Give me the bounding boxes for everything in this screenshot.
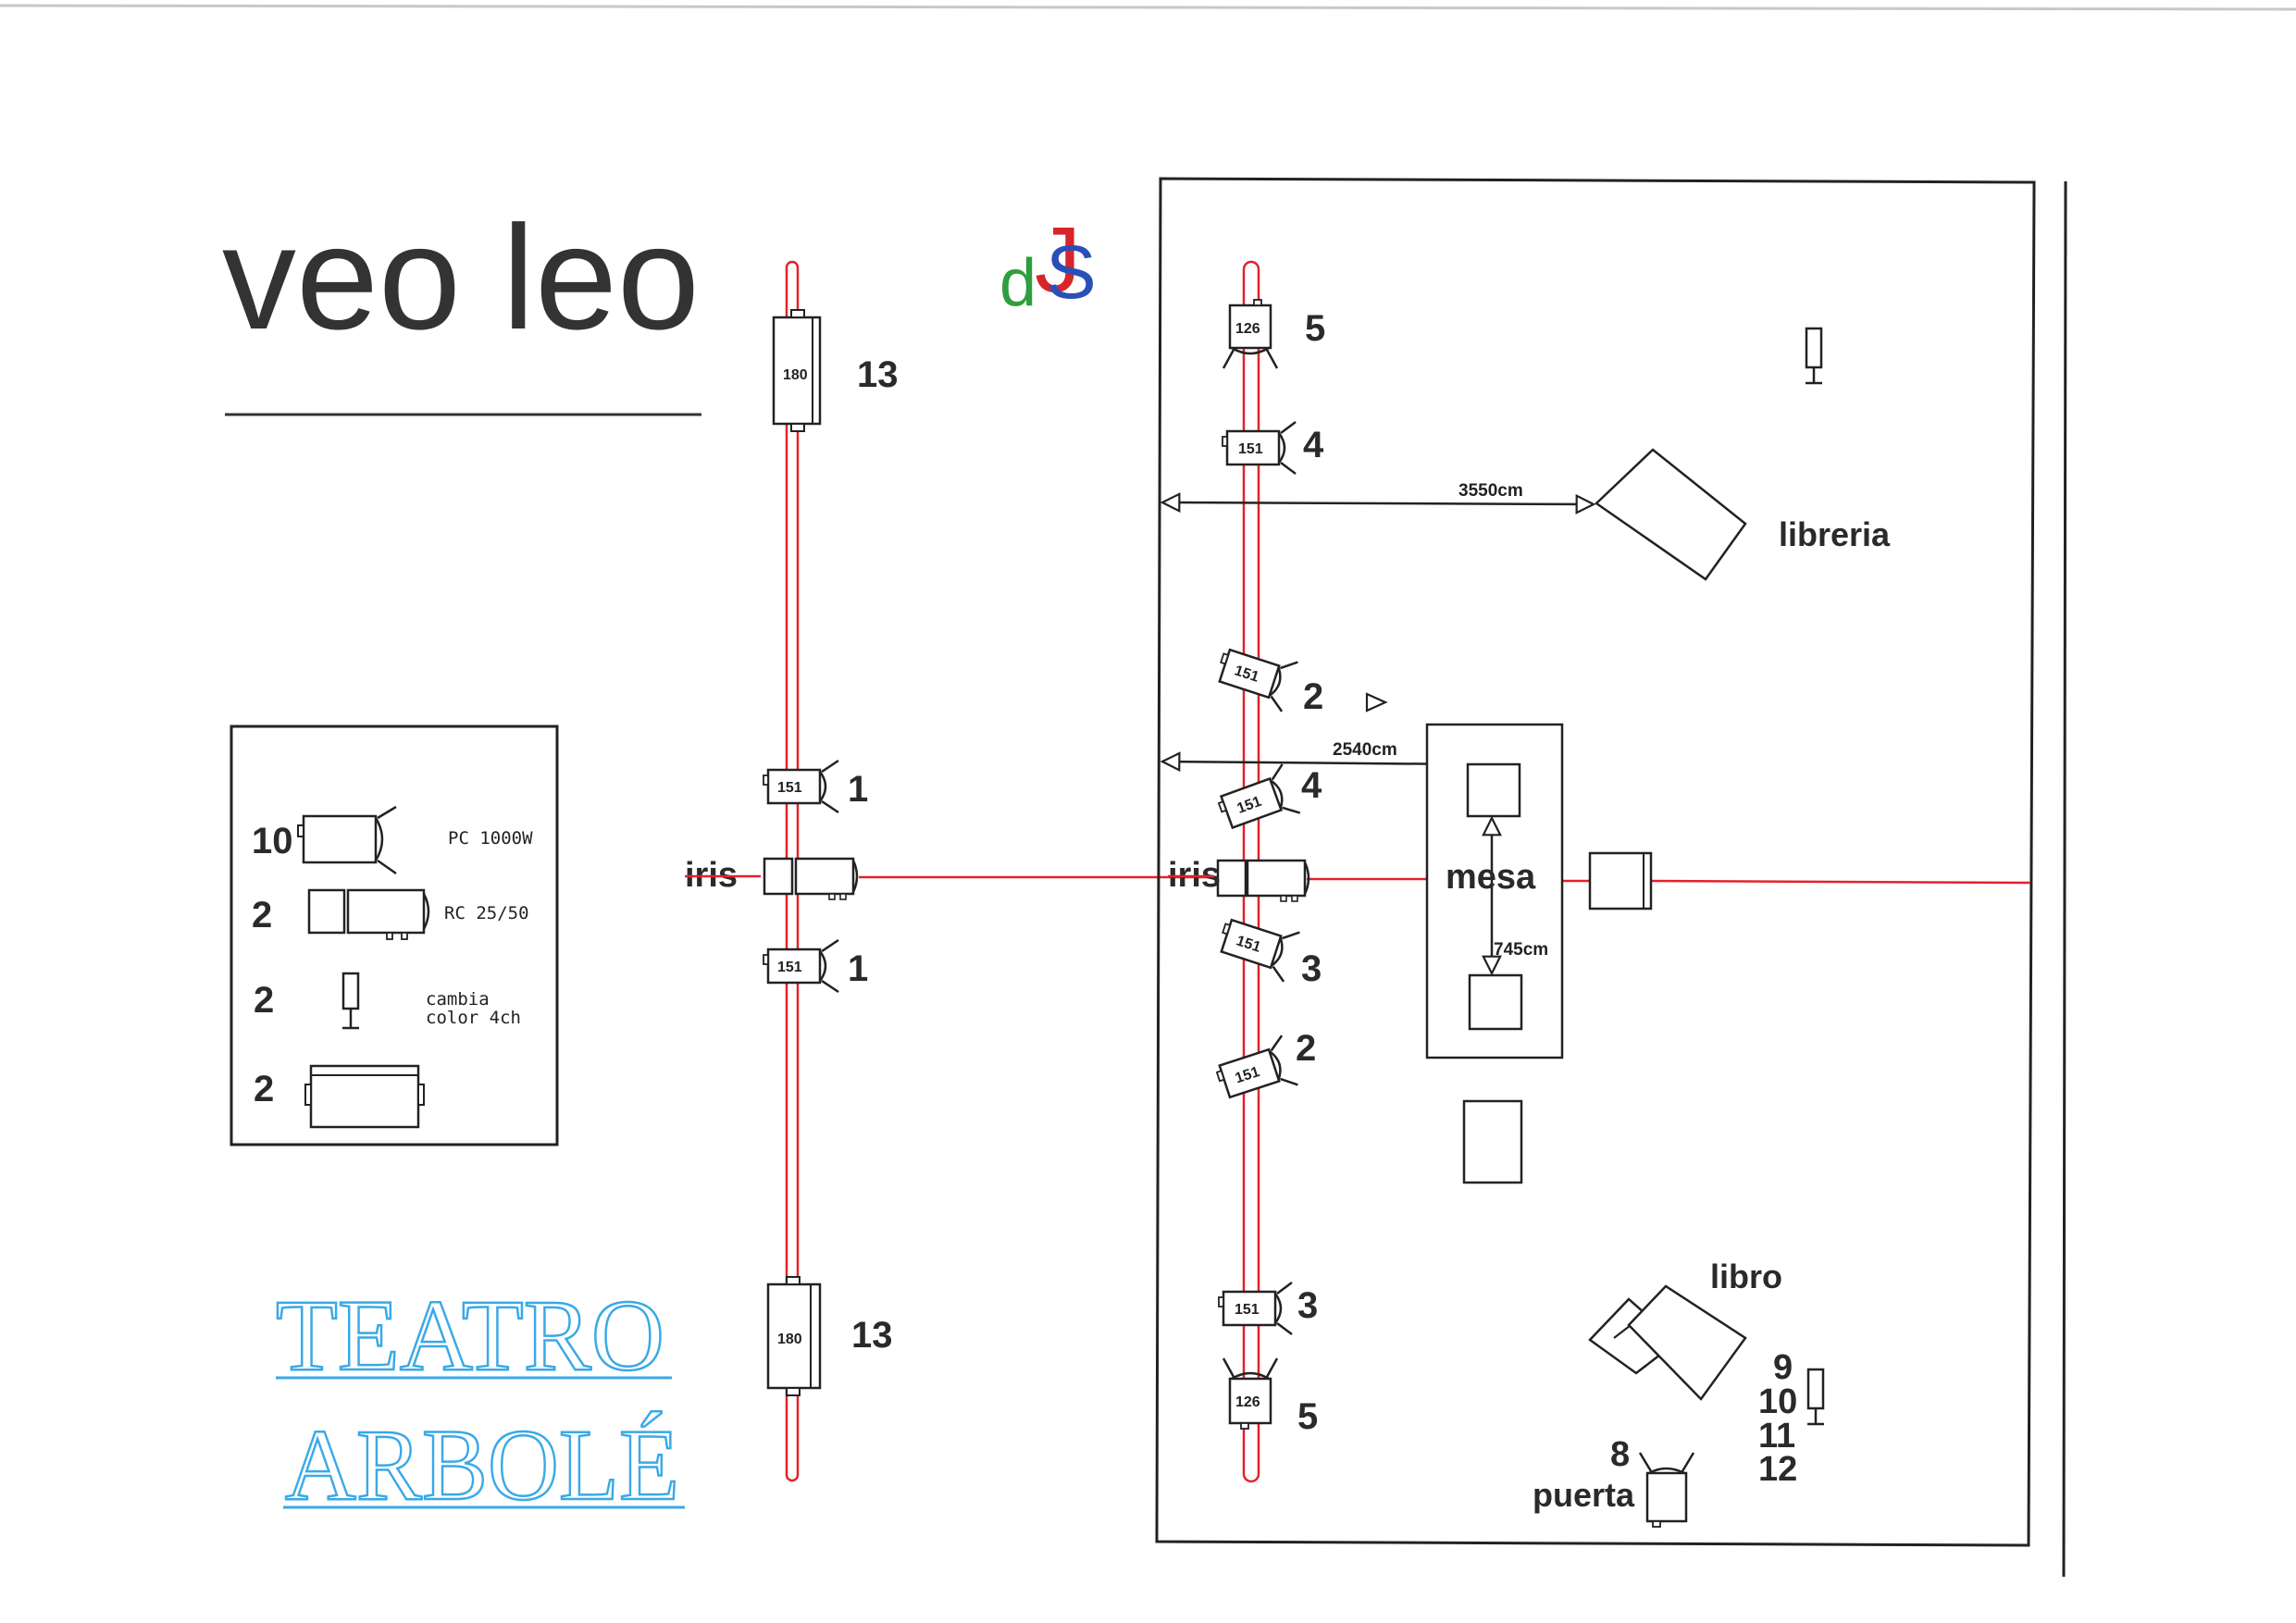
theatre-logo: TEATRO ARBOLÉ — [275, 1278, 685, 1522]
right-fixture-126-top: 126 — [1222, 299, 1279, 369]
right-fixture-6-channel: 2 — [1296, 1028, 1316, 1069]
right-fixture-2-code: 151 — [1238, 441, 1263, 457]
dim-mesa-label: 2540cm — [1333, 740, 1397, 760]
profile-spot-icon — [307, 888, 430, 940]
right-fixture-3-channel: 2 — [1303, 676, 1323, 717]
theatre-line-1: TEATRO — [276, 1279, 664, 1392]
legend-label-rc: RC 25/50 — [444, 903, 529, 923]
legend: 10 PC 1000W 2 RC 25/50 2 cambia color 4c… — [230, 725, 559, 1146]
stage-area: 126 5 151 4 3550cm libreria — [1155, 177, 2067, 1578]
dim-libreria-line — [1162, 502, 1594, 504]
right-fixture-151-b: 151 — [1218, 648, 1298, 712]
puerta-fixture — [1638, 1452, 1695, 1528]
mesa-upper-block — [1466, 762, 1521, 818]
page-top-edge — [0, 4, 2296, 11]
right-fixture-126-bottom: 126 — [1222, 1357, 1279, 1430]
legend-count-rc: 2 — [252, 895, 272, 935]
left-bottom-fixture: 180 — [766, 1276, 822, 1396]
mesa-area: 745cm mesa — [1425, 723, 1564, 1059]
legend-count-cc: 2 — [254, 980, 274, 1021]
left-upper-channel: 1 — [848, 769, 868, 810]
left-top-fixture-code: 180 — [783, 367, 808, 383]
color-changer-icon — [341, 972, 360, 1030]
dim-libreria-label: 3550cm — [1458, 481, 1523, 501]
right-fixture-151-f: 151 — [1218, 1282, 1293, 1335]
stage-frame — [1155, 177, 2036, 1547]
legend-label-cc-2: color 4ch — [426, 1008, 521, 1028]
color-changer-top-icon — [1805, 327, 1823, 385]
right-iris-fixture — [1216, 859, 1310, 902]
right-fixture-7-channel: 3 — [1297, 1285, 1318, 1326]
right-fixture-151-c: 151 — [1217, 763, 1301, 830]
stage-block — [1462, 1099, 1523, 1184]
right-fixture-8-channel: 5 — [1297, 1396, 1318, 1437]
right-fixture-7-code: 151 — [1235, 1302, 1260, 1318]
legend-count-cyc: 2 — [254, 1069, 274, 1109]
legend-frame — [230, 725, 559, 1146]
libro-label: libro — [1710, 1258, 1782, 1295]
small-arrow-marker — [1365, 692, 1388, 712]
legend-label-pc: PC 1000W — [448, 828, 533, 849]
dim-mesa-vertical-label: 745cm — [1494, 940, 1548, 960]
stack-channel-11: 11 — [1758, 1417, 1795, 1456]
left-lower-spot: 151 — [763, 938, 839, 994]
left-iris-fixture — [763, 857, 859, 900]
libro-shape — [1588, 1284, 1747, 1401]
cyclorama-light-icon — [304, 1064, 425, 1129]
right-fixture-151-d: 151 — [1220, 918, 1300, 983]
puerta-channel: 8 — [1610, 1435, 1630, 1474]
libreria-label: libreria — [1779, 515, 1891, 553]
right-fixture-4-channel: 4 — [1301, 765, 1322, 806]
theatre-line-2: ARBOLÉ — [285, 1408, 679, 1521]
right-fixture-2-channel: 4 — [1303, 425, 1324, 465]
logo-letter-d: d — [999, 246, 1036, 320]
mesa-lower-block — [1468, 973, 1523, 1031]
left-bottom-channel: 13 — [851, 1315, 893, 1356]
dim-mesa-line — [1162, 762, 1468, 764]
stage-side-line — [2062, 180, 2067, 1578]
logo-letter-s: S — [1046, 230, 1097, 315]
right-fixture-1-channel: 5 — [1305, 308, 1325, 349]
stack-channel-10: 10 — [1758, 1382, 1797, 1421]
color-changer-bottom-icon — [1806, 1368, 1825, 1426]
legend-label-cc-1: cambia — [426, 989, 490, 1010]
center-red-line-stage-c — [1650, 879, 2031, 885]
logo: J d S — [999, 208, 1097, 320]
left-upper-spot: 151 — [763, 759, 839, 814]
cyc-light-stage — [1588, 851, 1653, 911]
stack-channel-9: 9 — [1773, 1348, 1793, 1387]
legend-count-pc: 10 — [252, 821, 293, 861]
stack-channel-12: 12 — [1758, 1450, 1797, 1489]
page-title: veo leo — [222, 194, 700, 360]
left-upper-spot-code: 151 — [777, 780, 802, 796]
puerta-label: puerta — [1533, 1476, 1635, 1514]
left-lower-spot-code: 151 — [777, 960, 802, 975]
libreria-shape — [1595, 448, 1747, 581]
left-bottom-fixture-code: 180 — [777, 1332, 802, 1347]
left-lower-channel: 1 — [848, 948, 868, 989]
left-bar: 180 13 151 1 iris — [685, 260, 899, 1482]
right-fixture-8-code: 126 — [1235, 1394, 1260, 1410]
right-fixture-151-e: 151 — [1215, 1035, 1298, 1099]
right-fixture-1-code: 126 — [1235, 321, 1260, 337]
pc-spotlight-icon — [297, 805, 397, 875]
logo-letter-j: J — [1035, 208, 1081, 312]
right-fixture-5-channel: 3 — [1301, 948, 1322, 989]
right-fixture-151-a: 151 — [1222, 421, 1297, 475]
left-top-fixture: 180 — [772, 309, 822, 432]
mesa-label: mesa — [1446, 858, 1536, 897]
left-top-channel: 13 — [857, 354, 899, 395]
